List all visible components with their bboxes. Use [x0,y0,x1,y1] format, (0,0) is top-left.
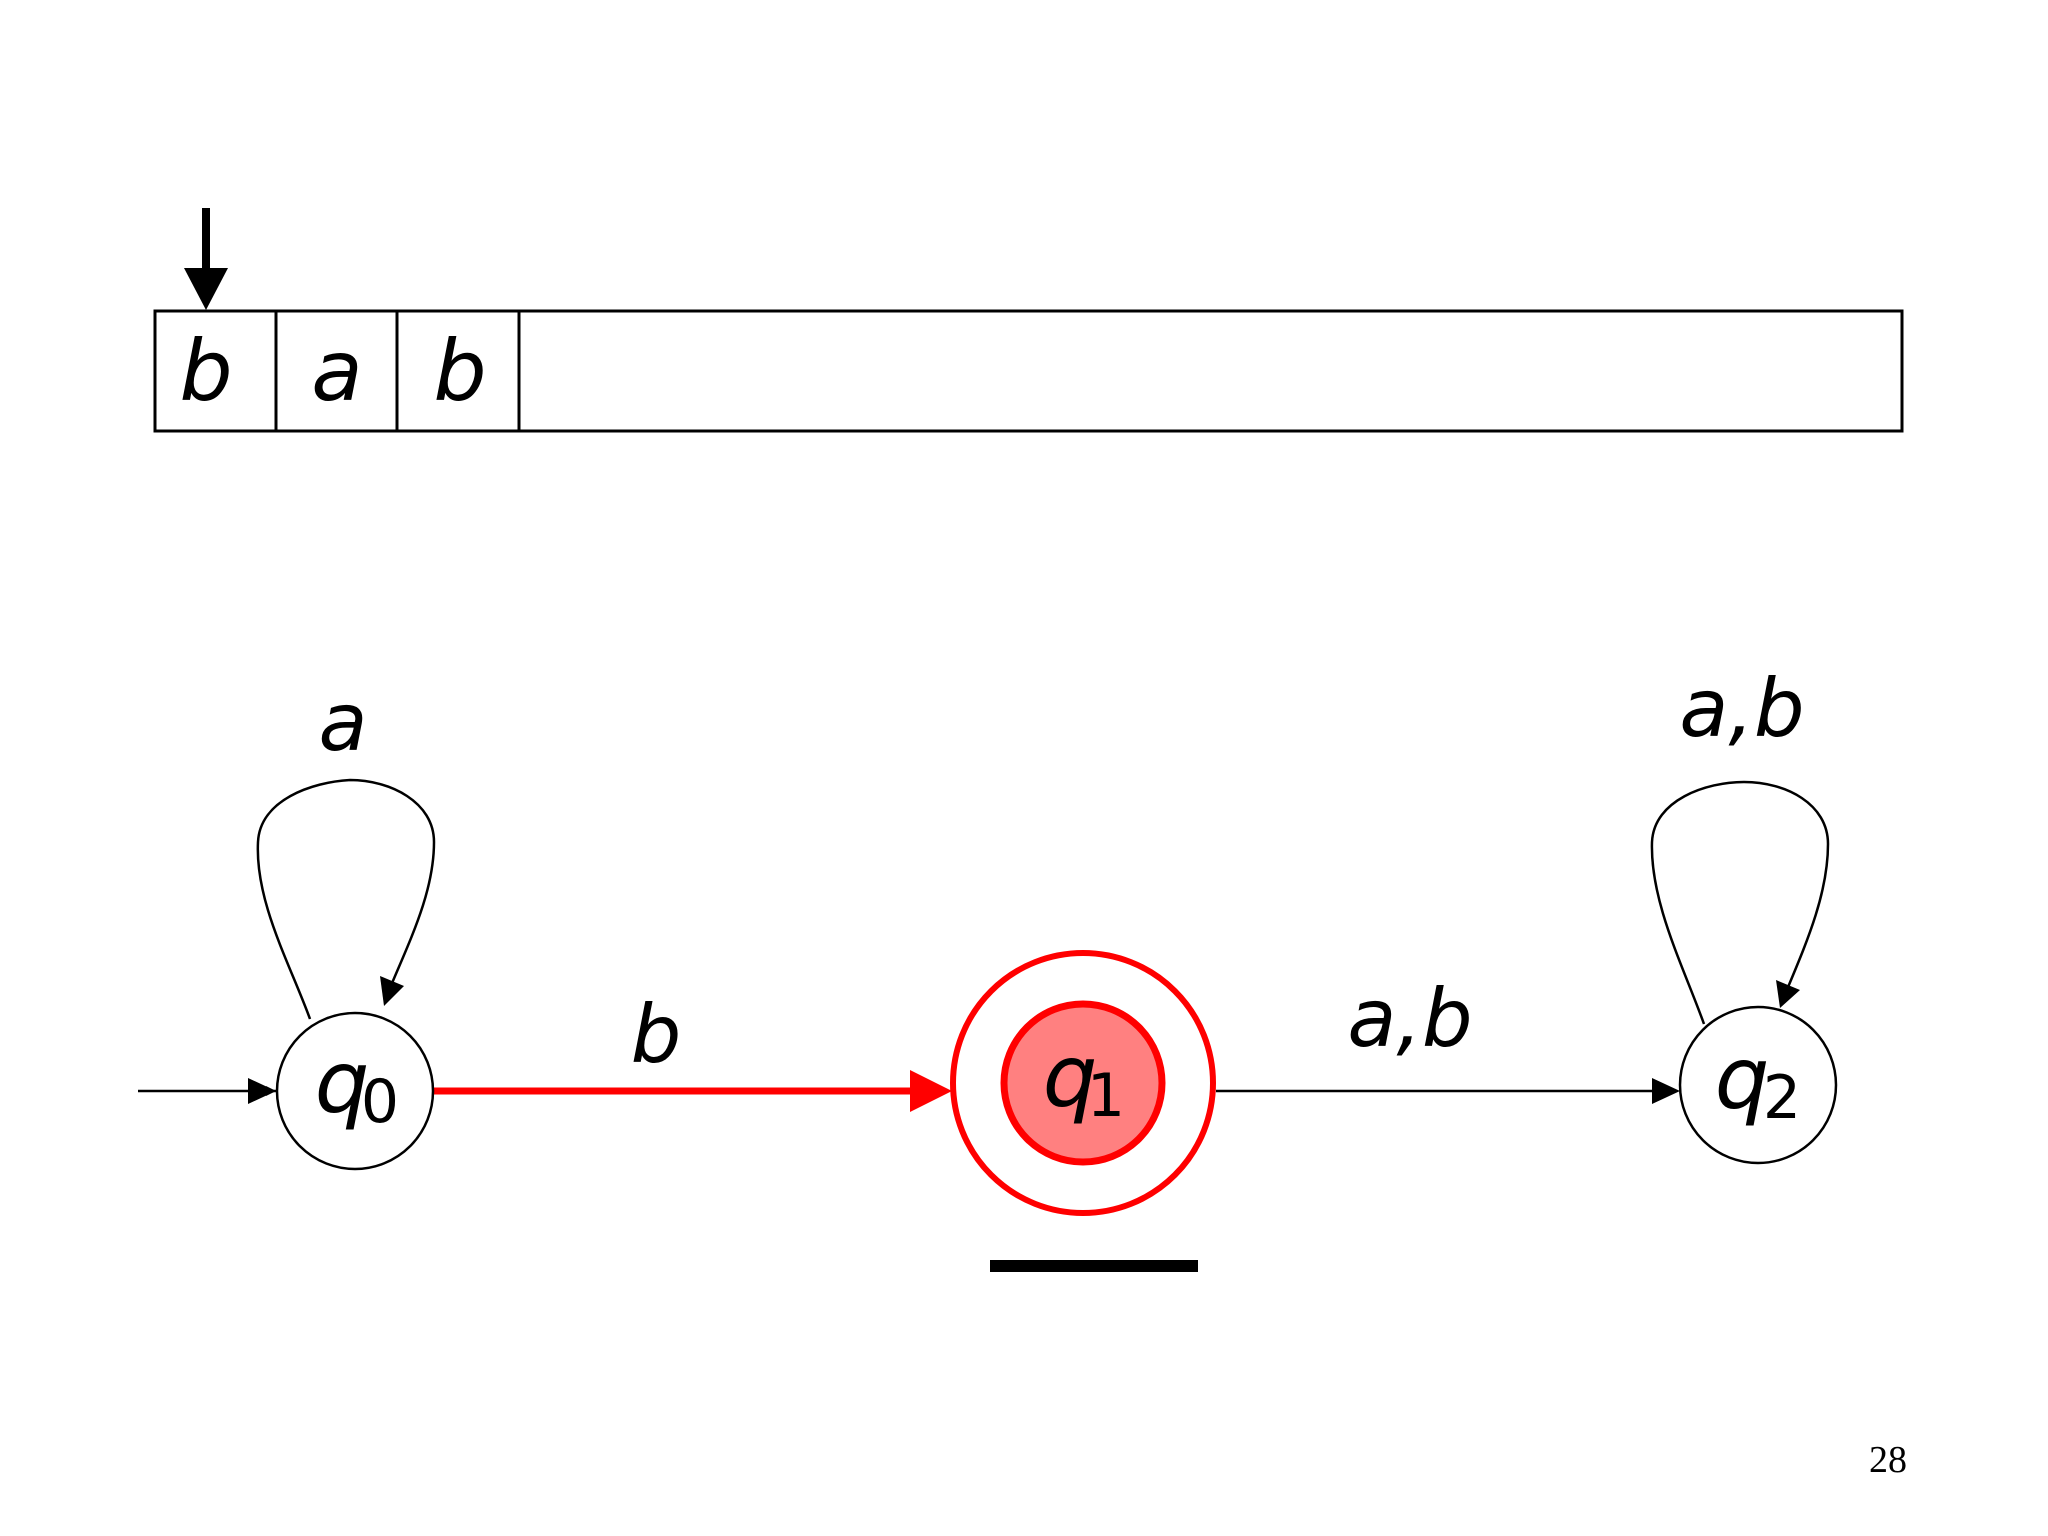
state-q1: q 1 [950,950,1216,1216]
tape-cell-symbol: b [179,322,232,420]
transition-q1-q2-head [1652,1078,1680,1104]
current-state-indicator [990,1260,1198,1272]
input-tape: b a b [153,309,1904,433]
self-loop-q0 [256,778,436,1020]
transition-label-q1-q2: a,b [1347,972,1472,1065]
state-q2: q 2 [1678,1005,1838,1165]
self-loop-q2 [1650,780,1830,1025]
state-q0: q 0 [275,1011,435,1171]
state-label-q0: q [315,1033,370,1133]
transition-q0-q1-head [910,1070,952,1112]
state-sub-q1: 1 [1087,1061,1125,1131]
state-label-q2: q [1715,1029,1770,1129]
self-loop-q0-head [380,976,404,1006]
transition-label-q0-q1: b [631,988,682,1081]
tape-cell-symbol: a [311,322,362,420]
transition-label-q2-loop: a,b [1679,662,1804,755]
state-sub-q0: 0 [361,1067,399,1137]
read-head-arrow [184,208,228,310]
page-number: 28 [1869,1439,1907,1481]
transition-label-q0-loop: a [318,676,367,769]
self-loop-q2-head [1776,980,1800,1008]
start-arrow-head [248,1078,276,1104]
state-label-q1: q [1043,1027,1098,1127]
state-sub-q2: 2 [1763,1063,1801,1133]
tape-border [153,309,1904,433]
tape-cell-symbol: b [433,322,486,420]
